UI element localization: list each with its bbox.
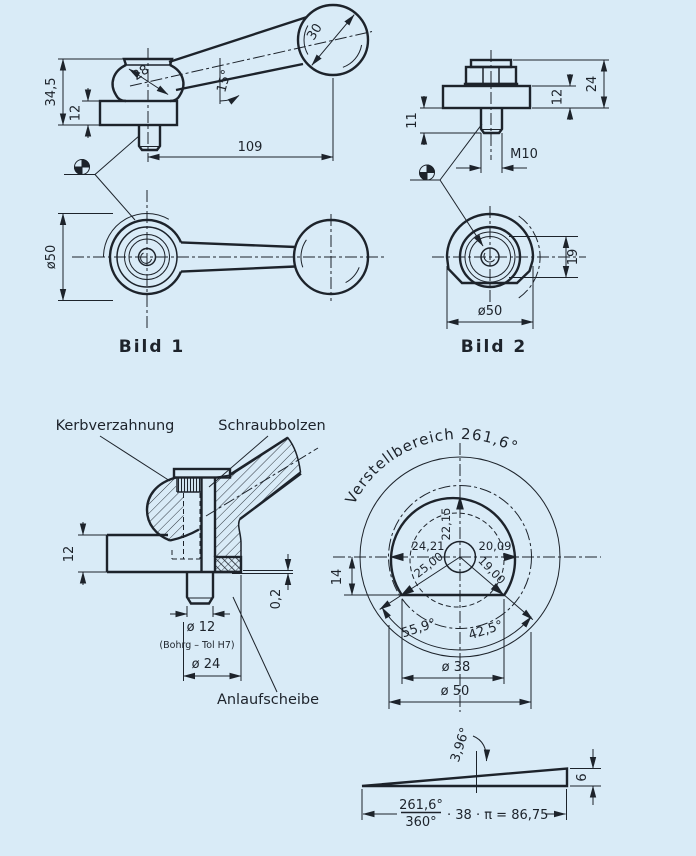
formula-numerator: 261,6°: [399, 798, 443, 813]
dim-bild2-outer-dia: ø50: [478, 304, 503, 319]
dim-bild2-flange-height: 12: [551, 89, 566, 106]
bild2-caption: Bild 2: [461, 337, 528, 357]
thrust-washer: [213, 555, 243, 574]
radius-left: 24,21: [412, 539, 445, 553]
bild1-caption: Bild 1: [119, 337, 186, 357]
dim-wedge-thickness: 6: [575, 773, 590, 781]
dim-arm-angle: 15°: [214, 68, 234, 94]
dim-cam-outer-dia: ø 50: [441, 684, 470, 699]
dim-total-height: 34,5: [44, 78, 59, 107]
radius-top: 22,15: [439, 508, 453, 541]
formula-rest: · 38 · π = 86,75: [447, 808, 548, 823]
dim-flange-height: 12: [69, 105, 84, 122]
bild2-datum-target: [410, 123, 484, 247]
dim-bore-dia: ø 12: [187, 620, 216, 635]
bild1-side-view: [98, 3, 373, 162]
bild1-datum-target: [64, 135, 140, 221]
dim-bore-note: (Bohrg – Tol H7): [159, 640, 234, 651]
formula-denominator: 360°: [405, 815, 436, 830]
dim-hex-width: 19: [566, 249, 581, 266]
bild2-top-view: 19 ø50: [432, 206, 586, 329]
bild2-side-view: [441, 50, 532, 160]
dim-stud-length: 11: [405, 112, 420, 129]
dim-cam-inner-dia: ø 38: [442, 660, 471, 675]
dim-chord-offset: 14: [330, 569, 345, 586]
bild2-side-dimensions: 24 12 11 M10: [405, 59, 609, 173]
bild1-side-dimensions: 34,5 12 28 15° 109 30: [44, 14, 355, 161]
dim-overall-height: 24: [585, 76, 600, 93]
label-serration: Kerbverzahnung: [56, 418, 175, 434]
label-washer: Anlaufscheibe: [217, 692, 319, 708]
section-view: Kerbverzahnung Schraubbolzen Anlaufschei…: [56, 418, 326, 708]
section-dimensions: 12 0,2 ø 12 (Bohrg – Tol H7) ø 24: [62, 522, 293, 681]
dim-length: 109: [238, 140, 263, 155]
radius-right: 20,09: [479, 539, 512, 553]
dim-part-height: 12: [62, 546, 77, 563]
dim-washer-dia: ø 24: [192, 657, 221, 672]
serration-band: [177, 477, 201, 492]
bild1-top-view: ø50: [44, 190, 384, 328]
dim-washer-clearance: 0,2: [269, 589, 284, 610]
dim-thread: M10: [510, 147, 538, 162]
label-bolt: Schraubbolzen: [218, 418, 325, 434]
dim-bild1-outer-dia: ø50: [44, 245, 59, 270]
dim-knob-dia: 30: [304, 21, 325, 43]
knob-ball: [296, 3, 370, 77]
